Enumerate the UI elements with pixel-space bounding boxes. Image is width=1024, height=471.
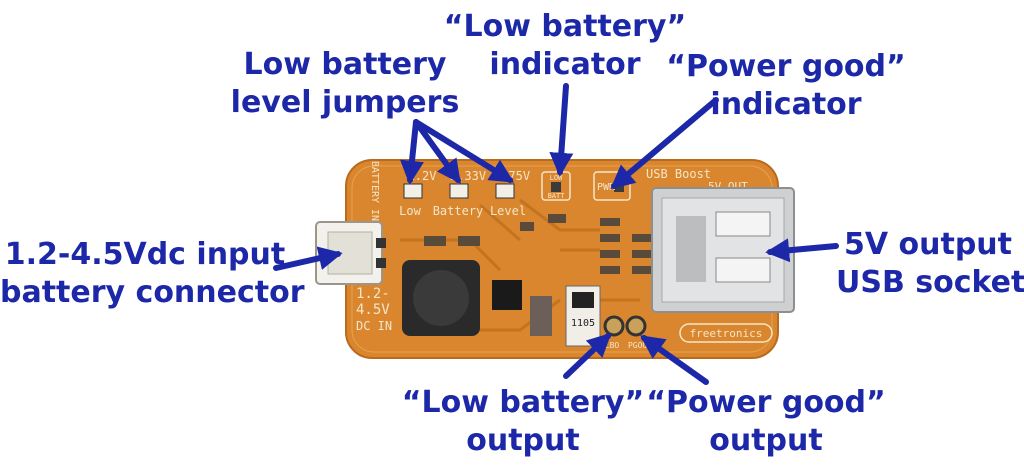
callout-low-battery-jumpers: Low battery level jumpers xyxy=(225,46,465,122)
callout-power-good-output-line1: “Power good” xyxy=(646,385,886,420)
callout-low-battery-output-line1: “Low battery” xyxy=(401,385,645,420)
callout-input-line1: 1.2-4.5Vdc input xyxy=(4,237,286,272)
callout-input-line2: battery connector xyxy=(0,275,305,310)
callout-usb-output: 5V output USB socket xyxy=(836,226,1024,302)
usb-socket xyxy=(651,187,795,313)
arrow-jumper-3 xyxy=(413,119,515,183)
arrow-jumper-1 xyxy=(400,119,424,185)
tantalum-cap xyxy=(530,296,552,336)
usb-boost-silk: USB Boost xyxy=(646,167,711,181)
callout-low-battery-output-line2: output xyxy=(466,423,580,458)
callout-power-good-indicator-line2: indicator xyxy=(710,87,862,122)
callout-input: 1.2-4.5Vdc input battery connector xyxy=(0,236,305,312)
battery-input-connector xyxy=(315,221,386,285)
callout-arrows xyxy=(273,83,839,385)
jumper-caption-battery: Battery xyxy=(433,204,484,218)
svg-text:1105: 1105 xyxy=(571,318,595,329)
callout-power-good-indicator: “Power good” indicator xyxy=(666,48,906,124)
dc-in-silk-2: 4.5V xyxy=(356,302,390,318)
callout-low-battery-jumpers-line2: level jumpers xyxy=(230,85,460,120)
svg-text:freetronics: freetronics xyxy=(690,327,763,340)
callout-low-battery-jumpers-line1: Low battery xyxy=(243,47,447,82)
dc-in-silk-3: DC IN xyxy=(356,319,392,333)
callout-power-good-output: “Power good” output xyxy=(646,384,886,460)
callout-power-good-output-line2: output xyxy=(709,423,823,458)
svg-text:LBO: LBO xyxy=(605,341,620,350)
callout-low-battery-indicator-line2: indicator xyxy=(489,47,641,82)
svg-text:LOW: LOW xyxy=(550,174,563,182)
resistor-1105: 1105 xyxy=(565,285,601,347)
arrow-pgood-output xyxy=(640,335,709,385)
callout-low-battery-output: “Low battery” output xyxy=(398,384,648,460)
dc-in-silk-1: 1.2- xyxy=(356,286,390,302)
jumper-caption-low: Low xyxy=(399,204,421,218)
smd-components xyxy=(424,214,652,274)
batt-input-silk: BATTERY INPUT xyxy=(369,161,380,239)
callout-low-battery-indicator-line1: “Low battery” xyxy=(443,9,687,44)
callout-power-good-indicator-line1: “Power good” xyxy=(666,49,906,84)
boost-ic xyxy=(492,280,522,310)
jumper-pads xyxy=(403,183,515,199)
arrow-pwr-led xyxy=(610,97,719,190)
svg-text:BATT: BATT xyxy=(548,192,566,200)
callout-usb-output-line1: 5V output xyxy=(843,227,1013,262)
arrow-low-batt-output xyxy=(563,332,612,379)
inductor xyxy=(402,260,480,336)
callout-usb-output-line2: USB socket xyxy=(836,265,1024,300)
arrow-input xyxy=(273,246,343,271)
svg-text:PWR: PWR xyxy=(597,182,616,193)
arrow-jumper-2 xyxy=(413,119,461,184)
arrow-low-batt-led xyxy=(549,83,574,177)
arrow-usb xyxy=(765,238,839,263)
callout-low-battery-indicator: “Low battery” indicator xyxy=(440,8,690,84)
brand-logo: freetronics xyxy=(679,323,773,343)
jumper-caption-level: Level xyxy=(490,204,526,218)
